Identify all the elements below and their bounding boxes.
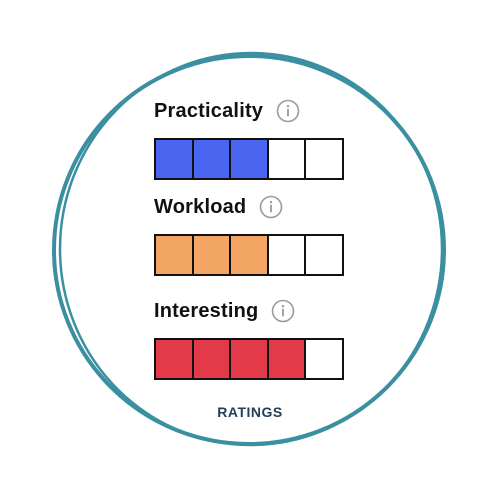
rating-bar-workload [154,234,344,276]
rating-interesting: Interesting [154,296,344,380]
rating-cell-filled [156,340,194,378]
rating-cell-empty [268,236,307,274]
rating-label-row: Interesting [154,296,344,326]
rating-cell-filled [193,340,232,378]
rating-cell-filled [193,236,232,274]
rating-label: Workload [154,195,247,218]
rating-practicality: Practicality [154,96,344,180]
rating-label-row: Workload [154,192,344,222]
rating-label: Interesting [154,299,259,322]
rating-cell-empty [306,236,342,274]
rating-cell-empty [268,140,307,178]
rating-label: Practicality [154,99,264,122]
rating-cell-filled [231,236,269,274]
rating-bar-practicality [154,138,344,180]
rating-cell-empty [306,340,342,378]
rating-cell-filled [156,140,194,178]
rating-cell-filled [268,340,307,378]
rating-cell-filled [193,140,232,178]
rating-workload: Workload [154,192,344,276]
info-icon[interactable] [271,299,295,323]
ratings-caption: RATINGS [217,404,283,420]
info-icon[interactable] [276,99,300,123]
rating-cell-empty [306,140,342,178]
rating-label-row: Practicality [154,96,344,126]
rating-cell-filled [231,140,269,178]
rating-cell-filled [231,340,269,378]
info-icon[interactable] [259,195,283,219]
rating-cell-filled [156,236,194,274]
rating-bar-interesting [154,338,344,380]
